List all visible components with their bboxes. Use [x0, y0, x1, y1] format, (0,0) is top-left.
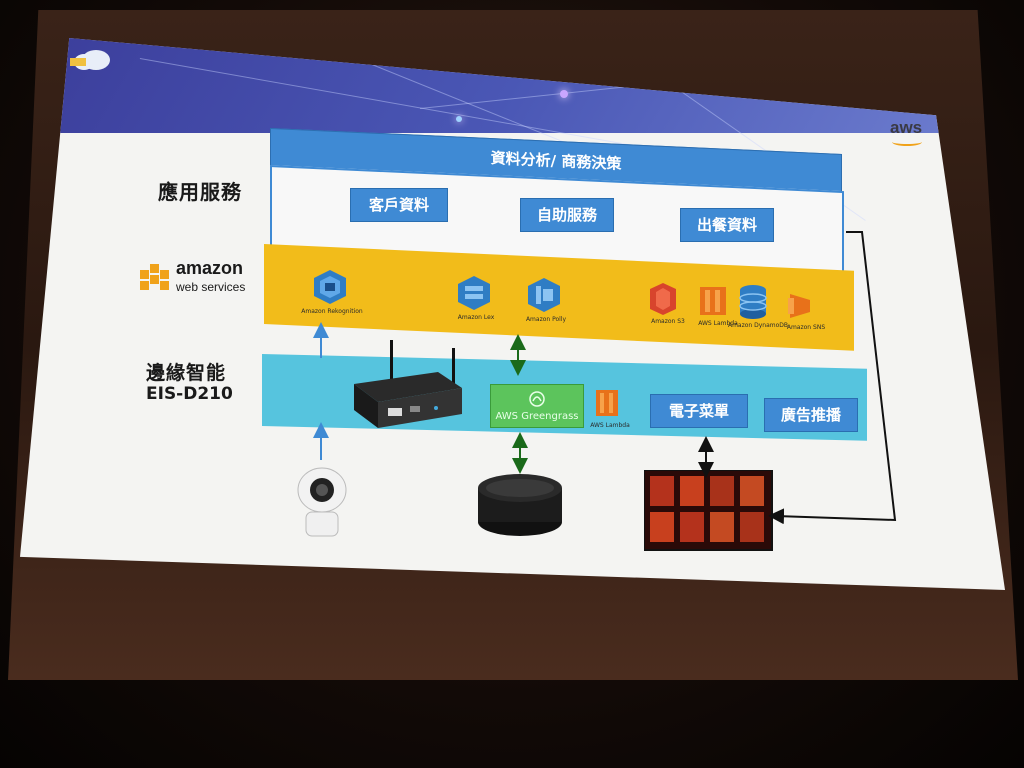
service-caption: AWS Lambda	[698, 320, 738, 327]
ad-push-button[interactable]: 廣告推播	[764, 398, 858, 432]
service-caption: Amazon Lex	[457, 314, 495, 321]
service-dynamodb[interactable]: Amazon DynamoDB	[728, 284, 788, 329]
service-s3[interactable]: Amazon S3	[648, 282, 685, 325]
security-camera-icon	[297, 467, 347, 537]
service-caption: AWS Lambda	[590, 422, 630, 429]
edge-model-label: EIS-D210	[146, 384, 233, 404]
service-caption: Amazon SNS	[786, 324, 826, 331]
cloud-logo-icon	[70, 50, 110, 70]
app-box-self-service[interactable]: 自助服務	[520, 198, 614, 232]
digital-menu-screen-icon	[644, 470, 773, 551]
lambda-icon	[596, 390, 618, 416]
aws-greengrass-box[interactable]: AWS Greengrass	[490, 384, 584, 428]
service-sns[interactable]: Amazon SNS	[786, 290, 825, 331]
aws-logo-word: amazon	[176, 258, 244, 278]
lex-icon	[458, 276, 490, 310]
app-services-title: 應用服務	[158, 180, 242, 204]
service-caption: Amazon S3	[651, 318, 685, 325]
edge-lambda[interactable]: AWS Lambda	[590, 388, 630, 429]
service-caption: Amazon Rekognition	[301, 308, 363, 315]
aws-cubes-icon	[140, 264, 169, 290]
edge-intelligence-title: 邊緣智能	[146, 362, 227, 384]
service-rekognition[interactable]: Amazon Rekognition	[301, 268, 363, 315]
app-box-meal-data[interactable]: 出餐資料	[680, 208, 774, 242]
app-box-customer-data[interactable]: 客戶資料	[350, 188, 448, 222]
e-menu-button[interactable]: 電子菜單	[650, 394, 748, 428]
aws-smile-icon	[892, 138, 922, 146]
polly-icon	[528, 278, 560, 312]
rekognition-icon	[314, 270, 346, 304]
service-lambda[interactable]: AWS Lambda	[698, 284, 738, 327]
greengrass-icon	[529, 391, 545, 407]
aws-logo-sub: web services	[176, 280, 246, 294]
greengrass-label: AWS Greengrass	[495, 411, 579, 422]
dynamodb-icon	[739, 285, 767, 319]
aws-brand-logo: aws	[890, 118, 923, 137]
service-caption: Amazon DynamoDB	[727, 322, 789, 329]
service-polly[interactable]: Amazon Polly	[526, 276, 566, 323]
edge-gateway-device-icon	[354, 340, 462, 428]
s3-icon	[650, 283, 676, 315]
service-lex[interactable]: Amazon Lex	[456, 274, 494, 321]
service-caption: Amazon Polly	[525, 316, 567, 323]
amazon-web-services-logo: amazon web services	[138, 256, 258, 300]
lambda-icon	[700, 287, 726, 315]
sns-icon	[788, 294, 810, 318]
smart-speaker-icon	[478, 474, 562, 536]
